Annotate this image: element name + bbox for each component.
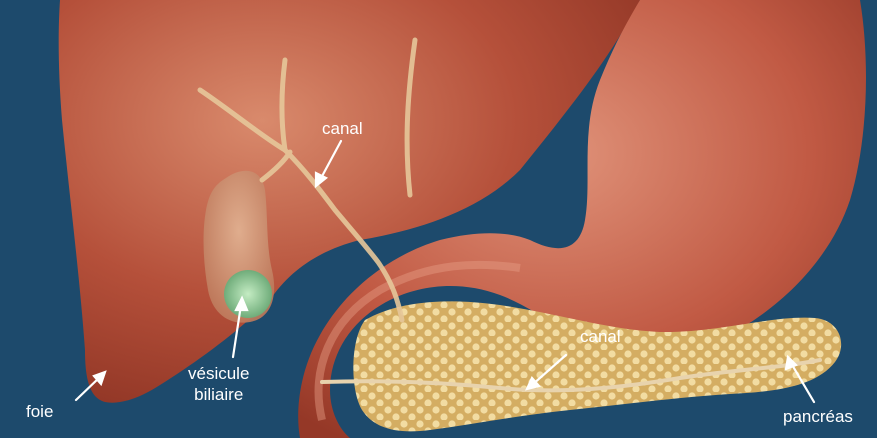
label-pancreas: pancréas [783,406,853,427]
label-foie: foie [26,401,53,422]
label-canal-top: canal [322,118,363,139]
label-vesicule-line2: biliaire [188,384,249,405]
label-vesicule-line1: vésicule [188,363,249,384]
label-vesicule-biliaire: vésicule biliaire [188,363,249,405]
label-canal-bottom: canal [580,326,621,347]
